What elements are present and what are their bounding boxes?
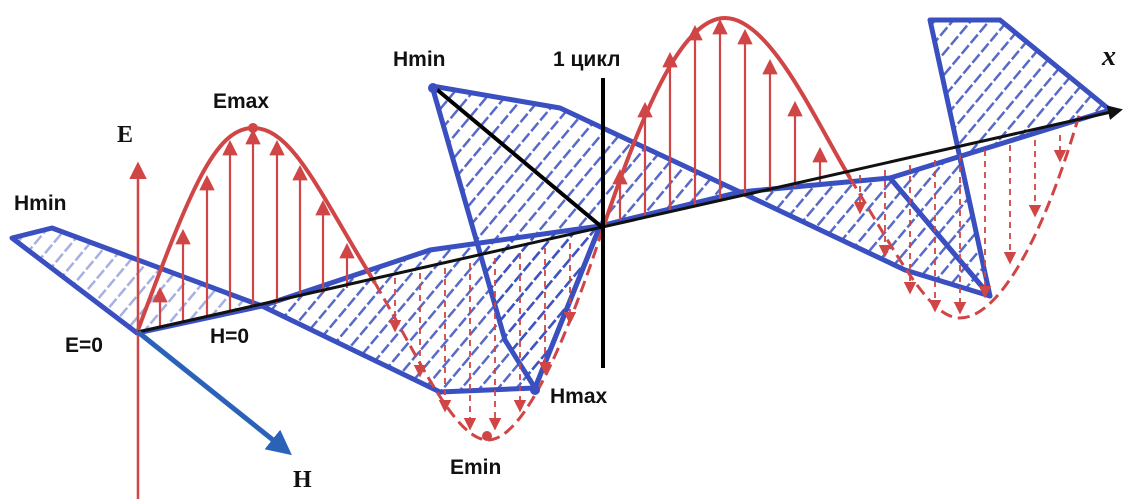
e-axis-label: E [117,122,133,148]
e-curve-negative-2 [848,111,1082,320]
e-min-point [482,431,492,441]
h-zero-label: H=0 [210,325,249,348]
h-max-label: Hmax [550,385,608,408]
e-field-vectors-negative [388,135,1067,431]
cycle-label: 1 цикл [553,48,620,71]
h-axis [136,330,292,456]
h-min-left-label: Hmin [14,192,67,215]
h-min-top-label: Hmin [393,48,446,71]
x-axis-label: x [1101,41,1116,72]
h-min-top-point [428,83,438,93]
e-max-point [248,123,258,133]
e-field-vectors [152,18,828,328]
e-min-label: Emin [450,456,501,479]
h-max-point [530,385,540,395]
e-max-label: Emax [213,90,269,113]
e-zero-label: E=0 [65,334,103,357]
h-min-pointer [433,86,605,230]
x-axis [137,105,1123,334]
h-axis-label: H [293,467,312,493]
h-field-wave [9,17,1113,395]
e-field-wave [136,15,1082,442]
e-curve-positive-2 [601,15,852,229]
